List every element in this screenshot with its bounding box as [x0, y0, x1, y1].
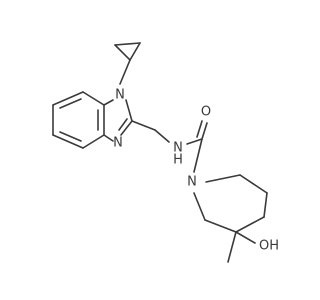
bond-c-oh	[235, 231, 256, 244]
atom-label-amide-n: N	[173, 141, 183, 156]
molecule-structure-diagram: N N N H O N OH	[52, 42, 279, 263]
methyl-bond	[227, 231, 237, 263]
imidazole-ring	[103, 99, 133, 142]
benzene-ring	[52, 91, 105, 149]
atom-label-n3: N	[113, 136, 123, 151]
atom-label-n1: N	[115, 88, 125, 103]
atom-label-azepane-n: N	[187, 175, 197, 190]
bond-carbonyl-azepane-n	[193, 138, 203, 173]
atom-label-amide-h: H	[173, 153, 183, 168]
atom-label-carbonyl-o: O	[201, 105, 211, 120]
bond-c2-ch2	[131, 120, 156, 131]
cyclopropyl-ring	[114, 42, 141, 61]
carbonyl-double-bond	[196, 120, 208, 140]
atom-label-hydroxyl: OH	[259, 239, 279, 254]
bond-nh-carbonyl	[186, 138, 203, 145]
bond-cyclopropyl-n1	[119, 59, 131, 85]
bond-ch2-nh	[154, 129, 170, 143]
azepane-ring	[193, 174, 268, 233]
